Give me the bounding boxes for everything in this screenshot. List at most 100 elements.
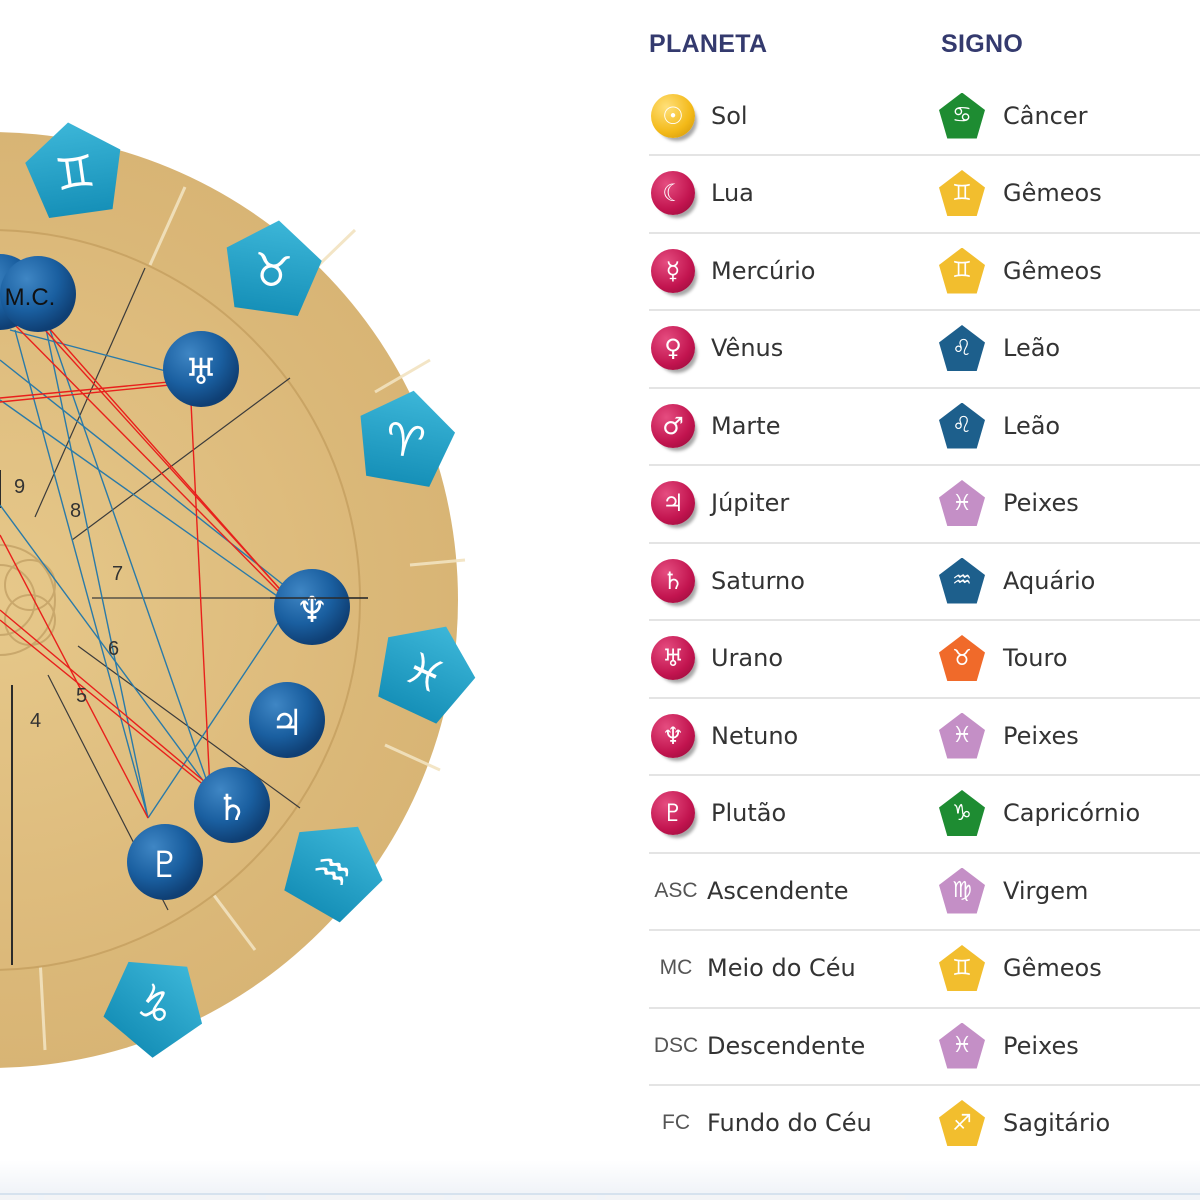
svg-text:♇: ♇: [149, 845, 181, 886]
sign-cell: ♓Peixes: [939, 697, 1079, 774]
planet-cell: ♀ Vênus: [651, 310, 783, 387]
planet-name: Meio do Céu: [707, 954, 856, 982]
wheel-planets: M.C. ♅ ♆ ♃ ♄ ♇: [0, 254, 350, 900]
svg-text:♄: ♄: [216, 788, 248, 829]
sign-cell: ♋Câncer: [939, 77, 1088, 154]
table-row: ♄ Saturno ♒ Aquário: [649, 542, 1200, 621]
saturn-icon: ♄: [194, 767, 270, 843]
planet-cell: ♆Netuno: [651, 697, 798, 774]
svg-text:♅: ♅: [185, 352, 217, 393]
mc-label: M.C.: [5, 284, 56, 311]
aspect-lines-blue: [0, 299, 301, 819]
planet-cell: ASC Ascendente: [651, 852, 848, 929]
taurus-icon: ♉: [226, 220, 322, 317]
pisces-icon: ♓: [939, 480, 985, 526]
house-number-8: 8: [70, 500, 81, 522]
planet-cell: ☉ Sol: [651, 77, 748, 154]
svg-text:♈: ♈: [381, 413, 429, 470]
moon-icon: ☾: [651, 171, 695, 215]
leo-icon: ♌: [939, 325, 985, 371]
uranus-icon: ♅: [651, 636, 695, 680]
sign-name: Gêmeos: [1003, 179, 1102, 207]
uranus-icon: ♅: [163, 331, 239, 407]
sign-name: Peixes: [1003, 1031, 1079, 1060]
sign-cell: ♒ Aquário: [939, 542, 1095, 619]
jupiter-icon: ♃: [249, 682, 325, 758]
capricorn-icon: ♑: [103, 961, 203, 1058]
planet-cell: ♂Marte: [651, 387, 780, 464]
planet-name: Netuno: [711, 721, 799, 750]
planet-name: Lua: [711, 179, 754, 207]
astrology-chart-wheel: 9 8 7 6 5 4 ♊ ♉ ♈ ♓ ♒ ♑: [0, 122, 476, 1068]
pisces-icon: ♓: [378, 626, 476, 724]
sign-cell: ♑Capricórnio: [939, 775, 1140, 852]
capricorn-icon: ♑: [939, 790, 985, 836]
planet-name: Sol: [711, 101, 748, 130]
sign-cell: ♊ Gêmeos: [939, 930, 1102, 1007]
sign-name: Câncer: [1003, 101, 1088, 130]
planet-name: Júpiter: [711, 489, 790, 517]
table-row: ☿ Mercúrio ♊Gêmeos: [649, 232, 1200, 311]
table-row: ♅Urano♉Touro: [649, 620, 1200, 699]
sign-cell: ♊Gêmeos: [939, 155, 1102, 232]
sign-cell: ♊Gêmeos: [939, 232, 1102, 309]
taurus-icon: ♉: [939, 635, 985, 681]
planet-name: Ascendente: [707, 876, 849, 905]
zodiac-tiles: ♊ ♉ ♈ ♓ ♒ ♑: [25, 122, 476, 1058]
venus-icon: ♀: [651, 326, 695, 370]
planet-name: Saturno: [711, 566, 805, 595]
virgo-icon: ♍: [939, 867, 985, 914]
house-number-7: 7: [112, 563, 123, 585]
pluto-icon: ♇: [127, 824, 203, 900]
point-abbreviation: ASC: [654, 878, 698, 902]
planet-name: Vênus: [711, 334, 784, 362]
sign-cell: ♓Peixes: [939, 465, 1079, 542]
pluto-icon: ♇: [651, 791, 695, 835]
ring-dividers: [38, 186, 466, 1051]
table-row: ☾ Lua ♊Gêmeos: [649, 155, 1200, 234]
house-number-6: 6: [108, 638, 119, 660]
house-numbers: 9 8 7 6 5 4: [14, 476, 123, 732]
sign-cell: ♌Leão: [939, 387, 1060, 464]
pisces-icon: ♓: [939, 712, 985, 759]
neptune-icon: ♆: [274, 569, 350, 645]
house-number-4: 4: [30, 710, 41, 732]
saturn-icon: ♄: [651, 558, 695, 603]
svg-text:♊: ♊: [52, 145, 98, 201]
svg-text:♃: ♃: [271, 703, 303, 744]
aquarius-icon: ♒: [939, 557, 985, 604]
gemini-icon: ♊: [25, 122, 121, 219]
planet-name: Marte: [711, 411, 781, 440]
table-row: ♇ Plutão ♑Capricórnio: [649, 775, 1200, 854]
svg-text:♆: ♆: [296, 590, 328, 631]
aspect-lines-red: [0, 317, 289, 819]
table-row: ♆Netuno ♓Peixes: [649, 697, 1200, 776]
svg-text:♉: ♉: [249, 243, 295, 299]
column-header-planet: PLANETA: [649, 30, 768, 58]
sun-icon: ☉: [651, 93, 695, 138]
gemini-icon: ♊: [939, 945, 985, 991]
sign-name: Gêmeos: [1003, 954, 1102, 982]
sign-cell: ♐Sagitário: [939, 1085, 1110, 1162]
table-row: ASC Ascendente ♍ Virgem: [649, 852, 1200, 931]
planet-name: Descendente: [707, 1031, 866, 1060]
mercury-icon: ☿: [651, 248, 695, 293]
sign-cell: ♉Touro: [939, 620, 1068, 697]
sign-name: Gêmeos: [1003, 256, 1102, 285]
sign-name: Aquário: [1003, 566, 1096, 595]
pisces-icon: ♓: [939, 1022, 985, 1069]
table-row: ♀ Vênus ♌ Leão: [649, 310, 1200, 389]
leo-icon: ♌: [939, 402, 985, 449]
sign-name: Leão: [1003, 334, 1061, 362]
bottom-toolbar-edge: [0, 1160, 1200, 1200]
sign-name: Virgem: [1003, 876, 1089, 905]
jupiter-icon: ♃: [651, 481, 695, 525]
planet-name: Plutão: [711, 799, 787, 827]
planet-name: Mercúrio: [711, 256, 816, 285]
table-row: ♃ Júpiter ♓Peixes: [649, 465, 1200, 544]
aquarius-icon: ♒: [284, 826, 383, 923]
planet-cell: ☾ Lua: [651, 155, 754, 232]
